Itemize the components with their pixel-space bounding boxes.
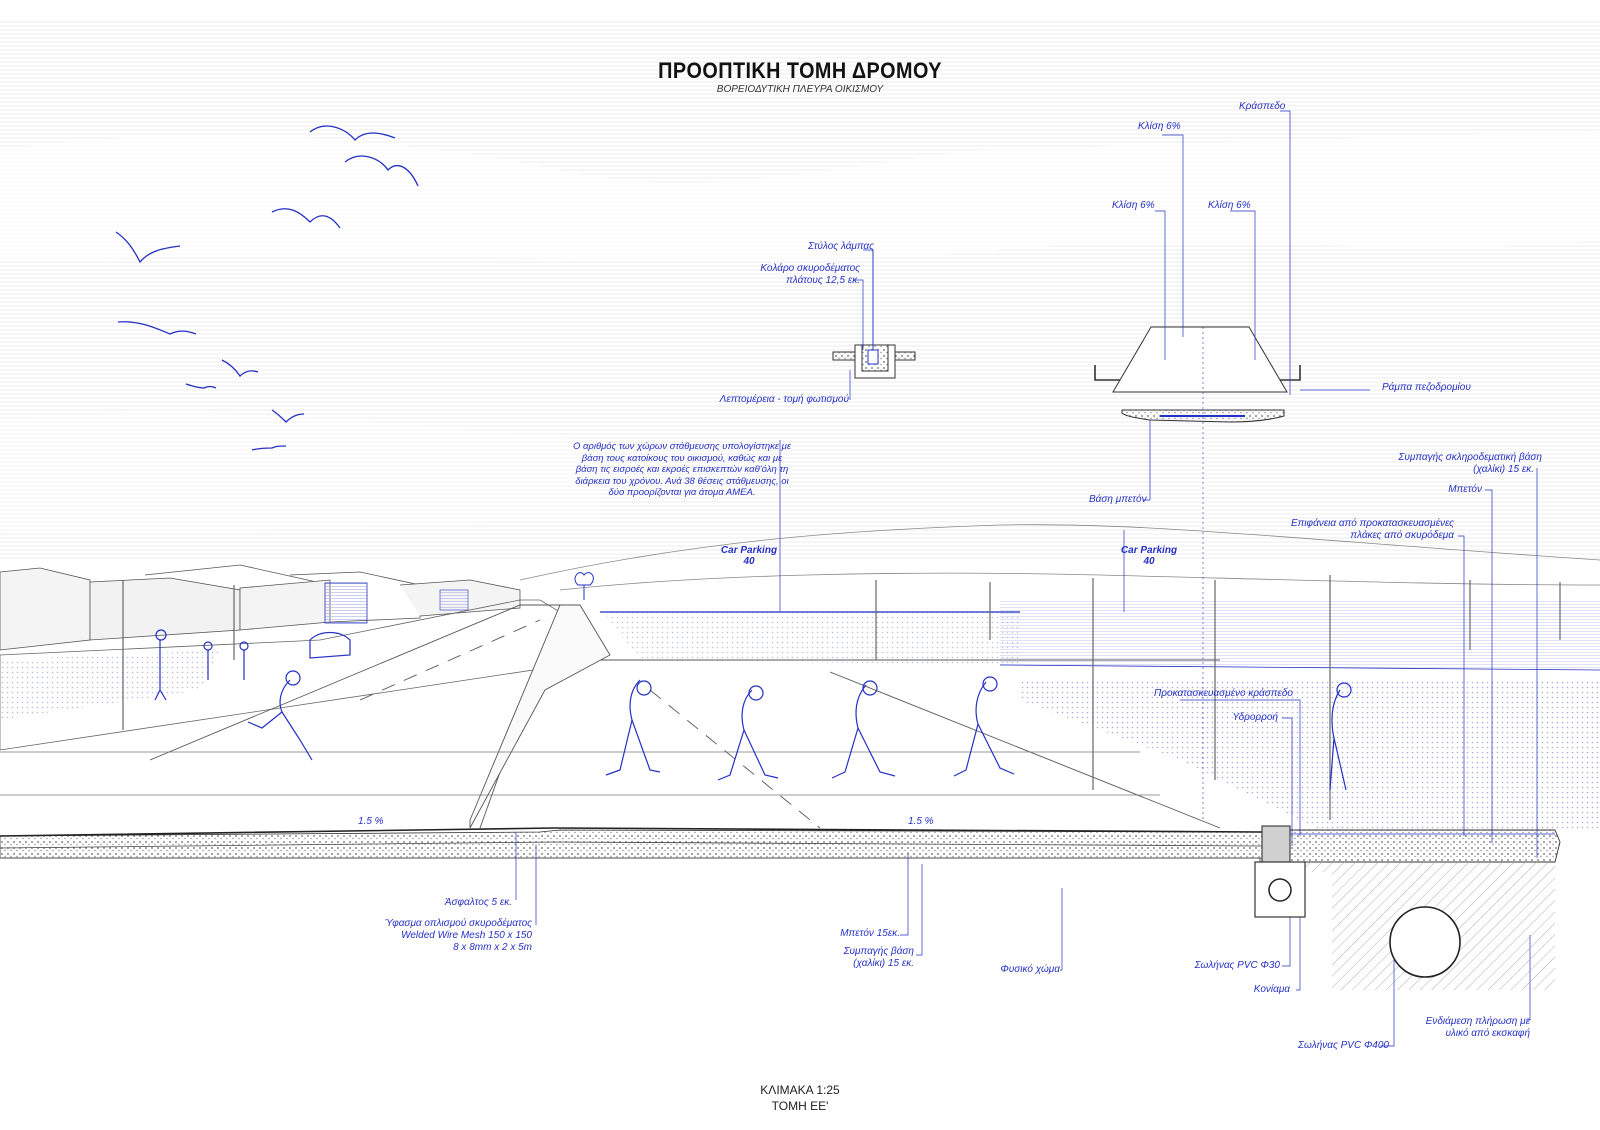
seagull-icon bbox=[271, 208, 341, 229]
ground-section bbox=[0, 825, 1561, 990]
hills bbox=[519, 524, 1600, 591]
label-pvc-400: Σωλήνας PVC Φ400 bbox=[1298, 1040, 1389, 1051]
parking-count: 40 bbox=[743, 556, 755, 567]
label-mesh-line1: Ύφασμα οπλισμού σκυροδέματος bbox=[384, 918, 532, 929]
page-subtitle: ΒΟΡΕΙΟΔΥΤΙΚΗ ΠΛΕΥΡΑ ΟΙΚΙΣΜΟΥ bbox=[716, 84, 884, 95]
seagull-icon bbox=[251, 445, 287, 451]
slope-label-right: 1.5 % bbox=[908, 816, 934, 827]
parking-label-1: Car Parking 40 bbox=[714, 545, 784, 567]
houses bbox=[0, 564, 521, 651]
label-gravel-line1: Συμπαγής βάση bbox=[843, 946, 914, 957]
parking-note: Ο αριθμός των χώρων στάθμευσης υπολογίστ… bbox=[572, 441, 792, 498]
crosswalk bbox=[0, 751, 1160, 796]
page-title: ΠΡΟΟΠΤΙΚΗ ΤΟΜΗ ΔΡΟΜΟΥ bbox=[658, 58, 942, 83]
seagull-icon bbox=[115, 231, 181, 264]
scale-caption: ΚΛΙΜΑΚΑ 1:25 ΤΟΜΗ ΕΕ' bbox=[0, 1082, 1600, 1114]
pedestrian-icon bbox=[831, 684, 896, 779]
leader-lines bbox=[515, 110, 1538, 1047]
label-fill-line2: υλικό από εκσκαφή bbox=[1445, 1028, 1530, 1039]
bench-group-icon bbox=[309, 631, 351, 659]
person-icon bbox=[207, 650, 245, 680]
label-mesh-line2: Welded Wire Mesh 150 x 150 bbox=[401, 930, 532, 941]
seagull-icon bbox=[221, 359, 259, 378]
runner-icon bbox=[247, 679, 313, 761]
label-compacted-base-line1: Συμπαγής σκληροδεματική βάση bbox=[1398, 452, 1542, 463]
label-collar-line1: Κολάρο σκυροδέματος bbox=[760, 263, 860, 274]
label-lamp-pole: Στύλος λάμπας bbox=[808, 241, 874, 252]
label-precast-curb: Προκατασκευασμένο κράσπεδο bbox=[1154, 688, 1293, 699]
seagull-icons bbox=[115, 125, 419, 451]
label-compacted-base-line2: (χαλίκι) 15 εκ. bbox=[1473, 464, 1534, 475]
pedestrian-icon bbox=[717, 689, 779, 781]
label-slope-top: Κλίση 6% bbox=[1138, 121, 1181, 132]
label-fill-line1: Ενδιάμεση πλήρωση με bbox=[1425, 1016, 1530, 1027]
lamp-posts bbox=[122, 575, 1561, 820]
label-ramp: Ράμπα πεζοδρομίου bbox=[1382, 382, 1471, 393]
label-lamp-detail: Λεπτομέρεια - τομή φωτισμού bbox=[719, 394, 849, 405]
seagull-icon bbox=[271, 409, 305, 423]
label-slope-right: Κλίση 6% bbox=[1208, 200, 1251, 211]
parking-count: 40 bbox=[1143, 556, 1155, 567]
label-concrete-base: Βάση μπετόν bbox=[1089, 494, 1147, 505]
ramp-detail-drawing bbox=[1094, 326, 1301, 820]
pedestrian-icon bbox=[605, 679, 661, 776]
label-surface-line1: Επιφάνεια από προκατασκευασμένες bbox=[1290, 518, 1454, 529]
label-asphalt: Άσφαλτος 5 εκ. bbox=[444, 897, 512, 908]
section-name: ΤΟΜΗ ΕΕ' bbox=[771, 1099, 829, 1113]
seagull-icon bbox=[309, 125, 396, 141]
sky-hatching bbox=[0, 20, 1600, 560]
landscape bbox=[0, 599, 1600, 830]
label-concrete-15: Μπετόν 15εκ. bbox=[840, 928, 900, 939]
label-gravel-line2: (χαλίκι) 15 εκ. bbox=[853, 958, 914, 969]
scale-text: ΚΛΙΜΑΚΑ 1:25 bbox=[760, 1083, 840, 1097]
label-slope-left: Κλίση 6% bbox=[1112, 200, 1155, 211]
label-mesh-line3: 8 x 8mm x 2 x 5m bbox=[453, 942, 532, 953]
parking-label-text: Car Parking bbox=[720, 545, 778, 556]
pedestrian-figures bbox=[154, 629, 1352, 791]
label-collar-line2: πλάτους 12,5 εκ. bbox=[786, 275, 860, 286]
label-gutter: Υδρορροή bbox=[1232, 712, 1278, 723]
person-icon bbox=[154, 640, 167, 701]
pedestrian-icon bbox=[953, 681, 1015, 777]
label-mortar: Κονίαμα bbox=[1253, 984, 1290, 995]
label-pvc-30: Σωλήνας PVC Φ30 bbox=[1194, 960, 1280, 971]
seagull-icon bbox=[344, 155, 419, 187]
label-surface-line2: πλάκες από σκυρόδεμα bbox=[1350, 530, 1454, 541]
parking-label-text: Car Parking bbox=[1120, 545, 1178, 556]
lamp-detail-drawing bbox=[832, 250, 916, 379]
parking-label-2: Car Parking 40 bbox=[1114, 545, 1184, 567]
road bbox=[149, 604, 1221, 829]
seagull-icon bbox=[185, 383, 217, 389]
label-natural-soil: Φυσικό χώμα bbox=[1000, 964, 1060, 975]
slope-label-left: 1.5 % bbox=[358, 816, 384, 827]
tree-icon bbox=[574, 572, 594, 600]
seagull-icon bbox=[117, 321, 197, 335]
label-curb: Κράσπεδο bbox=[1239, 101, 1286, 112]
label-concrete: Μπετόν bbox=[1448, 484, 1482, 495]
